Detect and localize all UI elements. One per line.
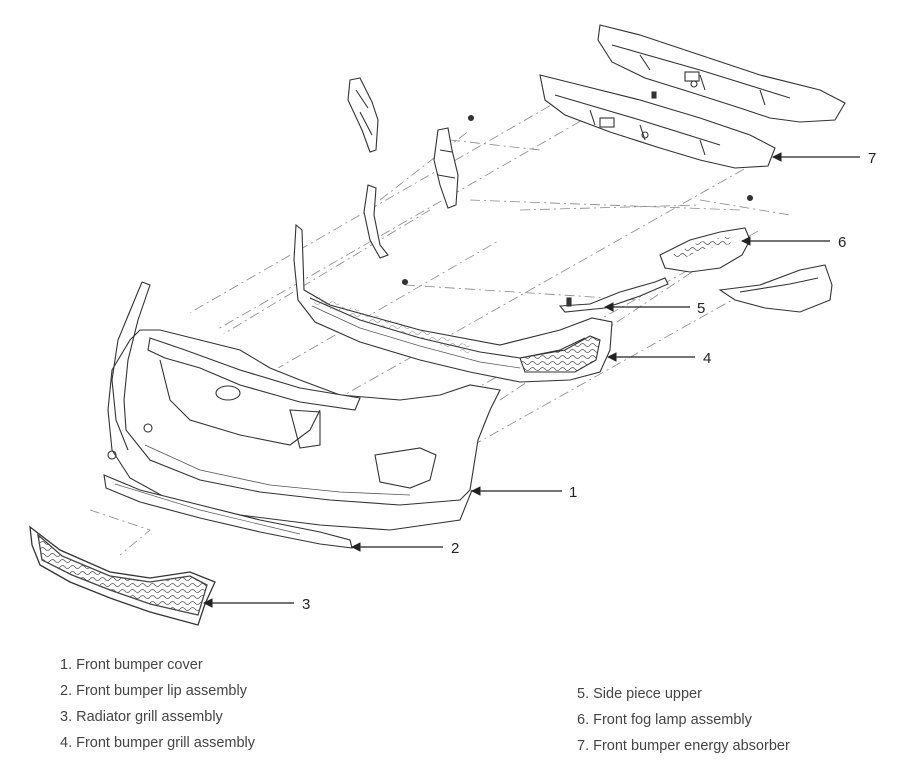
callout-label-3: 3 — [302, 596, 310, 613]
callout-label-6: 6 — [838, 234, 846, 251]
legend-item: 6. Front fog lamp assembly — [577, 712, 752, 728]
callout-label-2: 2 — [451, 540, 459, 557]
callout-label-1: 1 — [569, 484, 577, 501]
grill-frame-part — [147, 337, 361, 449]
callout-arrows — [203, 152, 860, 608]
radiator-grill-part — [29, 525, 216, 626]
parts-legend-left: 1. Front bumper cover 2. Front bumper li… — [60, 652, 255, 756]
legend-item: 2. Front bumper lip assembly — [60, 683, 247, 699]
legend-item: 5. Side piece upper — [577, 686, 702, 702]
bumper-cover-part — [107, 281, 501, 531]
side-piece-upper-part — [558, 277, 669, 313]
legend-item: 7. Front bumper energy absorber — [577, 738, 790, 754]
callout-label-7: 7 — [868, 150, 876, 167]
fog-lamp-assembly-part — [659, 194, 833, 313]
exploded-parts-diagram: 7 6 5 4 1 2 3 — [29, 24, 876, 626]
callout-label-5: 5 — [697, 300, 705, 317]
bumper-grill-assembly-part — [293, 223, 613, 383]
parts-legend-right: 5. Side piece upper 6. Front fog lamp as… — [577, 681, 790, 759]
legend-item: 1. Front bumper cover — [60, 657, 203, 673]
legend-item: 3. Radiator grill assembly — [60, 709, 223, 725]
side-brackets — [347, 77, 475, 286]
legend-item: 4. Front bumper grill assembly — [60, 735, 256, 751]
energy-absorber-part — [539, 24, 846, 169]
callout-label-4: 4 — [703, 350, 711, 367]
